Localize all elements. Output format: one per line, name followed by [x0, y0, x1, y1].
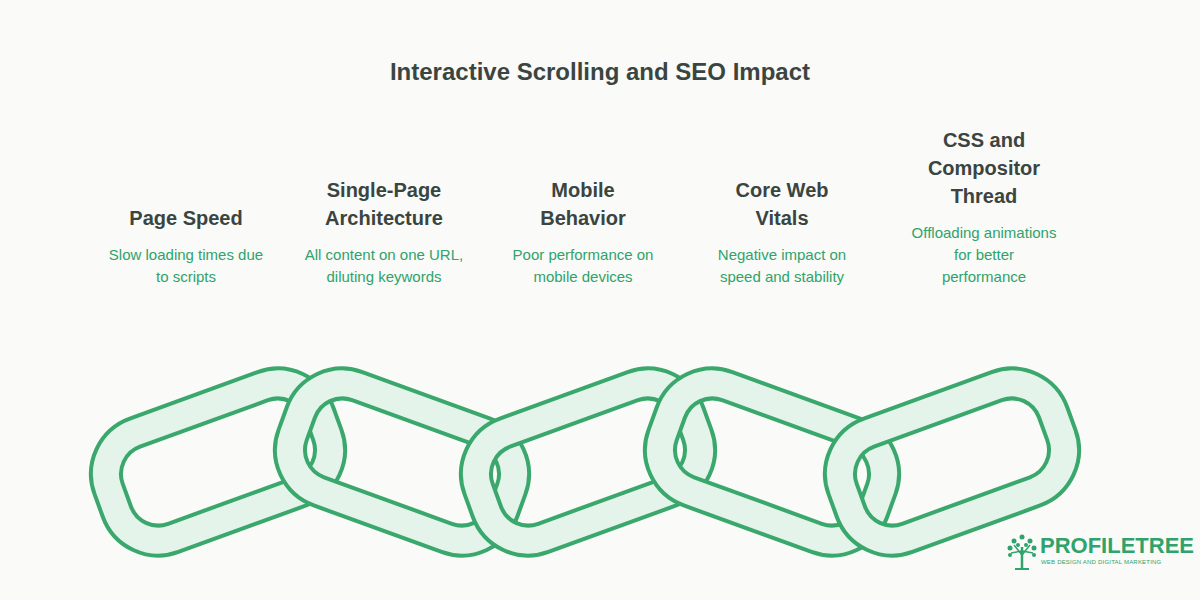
column-heading: Page Speed	[106, 204, 266, 232]
column-heading: Single-Page Architecture	[309, 176, 459, 232]
feature-column: Mobile BehaviorPoor performance on mobil…	[498, 176, 668, 288]
column-heading: Mobile Behavior	[528, 176, 638, 232]
chain	[94, 371, 1077, 553]
logo-wordmark: PROFILETREE	[1040, 533, 1194, 559]
feature-column: Single-Page ArchitectureAll content on o…	[299, 176, 469, 288]
column-description: Poor performance on mobile devices	[503, 244, 663, 288]
logo-tagline: WEB DESIGN AND DIGITAL MARKETING	[1041, 559, 1161, 565]
column-description: Offloading animations for better perform…	[911, 222, 1057, 288]
diagram-title: Interactive Scrolling and SEO Impact	[0, 58, 1200, 86]
column-heading: Core Web Vitals	[727, 176, 837, 232]
column-description: Slow loading times due to scripts	[101, 244, 271, 288]
feature-column: Page SpeedSlow loading times due to scri…	[96, 204, 276, 288]
column-description: All content on one URL, diluting keyword…	[304, 244, 464, 288]
tree-logo-icon	[1008, 535, 1037, 570]
column-heading: CSS and Compositor Thread	[924, 126, 1044, 210]
feature-column: Core Web VitalsNegative impact on speed …	[692, 176, 872, 288]
feature-column: CSS and Compositor ThreadOffloading anim…	[906, 126, 1062, 288]
column-description: Negative impact on speed and stability	[697, 244, 867, 288]
chain-link	[828, 371, 1077, 553]
